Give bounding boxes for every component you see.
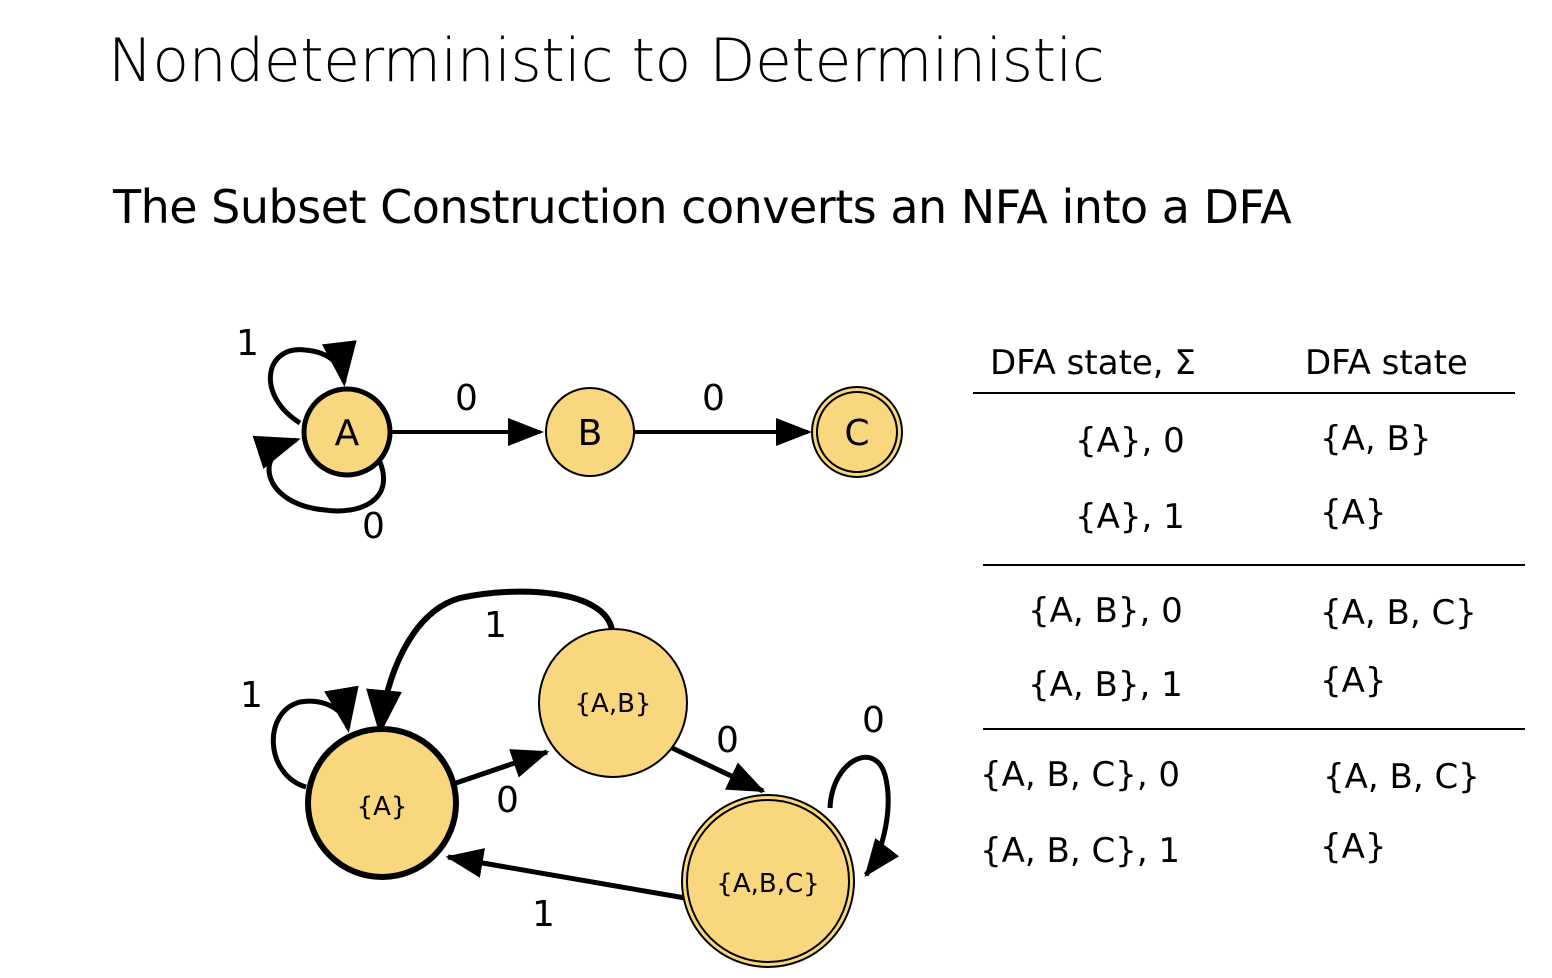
nfa-state-A-circle bbox=[301, 386, 393, 478]
dfa-edge-label-AB-ABC: 0 bbox=[716, 720, 739, 761]
dfa-state-AB-label: {A,B} bbox=[575, 689, 652, 719]
nfa-edge-label-A-A-0: 0 bbox=[362, 506, 385, 547]
dfa-state-AB-circle bbox=[538, 628, 688, 778]
dfa-state-ABC: {A,B,C} bbox=[681, 794, 855, 968]
nfa-edge-A-A-1 bbox=[267, 340, 357, 426]
dfa-edge-A-AB bbox=[455, 749, 550, 786]
dfa-state-AB: {A,B} bbox=[538, 628, 688, 778]
dfa-edge-ABC-A bbox=[445, 848, 686, 901]
dfa-edge-label-AB-A: 1 bbox=[484, 605, 507, 646]
nfa-state-A-label: A bbox=[335, 413, 360, 454]
nfa-edge-label-B-C: 0 bbox=[702, 378, 725, 419]
nfa-state-B-circle bbox=[545, 387, 635, 477]
nfa-state-C-label: C bbox=[844, 413, 869, 454]
nfa-state-B-label: B bbox=[578, 413, 603, 454]
dfa-edge-A-A-1 bbox=[270, 685, 359, 790]
nfa-state-C-inner bbox=[816, 391, 898, 473]
nfa-edge-label-A-A-1: 1 bbox=[236, 323, 259, 364]
dfa-state-ABC-label: {A,B,C} bbox=[716, 869, 819, 899]
dfa-edge-label-A-A-1: 1 bbox=[240, 675, 263, 716]
nfa-edge-A-A-0 bbox=[252, 435, 387, 514]
dfa-edge-label-A-AB: 0 bbox=[496, 780, 519, 821]
nfa-state-B: B bbox=[545, 387, 635, 477]
dfa-edge-label-ABC-A: 1 bbox=[532, 894, 555, 935]
dfa-state-ABC-outer bbox=[681, 794, 855, 968]
dfa-edge-ABC-ABC bbox=[827, 754, 900, 877]
nfa-edge-label-A-B: 0 bbox=[455, 378, 478, 419]
slide-subtitle: The Subset Construction converts an NFA … bbox=[113, 180, 1292, 234]
dfa-edge-label-ABC-ABC: 0 bbox=[862, 700, 885, 741]
nfa-diagram: 1 0 0 0 A B C bbox=[236, 323, 903, 547]
dfa-state-A-circle bbox=[305, 726, 459, 880]
nfa-state-C: C bbox=[811, 386, 903, 478]
dfa-state-A: {A} bbox=[305, 726, 459, 880]
dfa-diagram: 1 0 1 0 0 1 {A} {A,B} {A,B,C} bbox=[240, 588, 900, 968]
dfa-edge-AB-A bbox=[366, 588, 615, 735]
dfa-state-A-label: {A} bbox=[357, 792, 408, 822]
dfa-state-ABC-inner bbox=[686, 799, 850, 963]
nfa-state-A: A bbox=[301, 386, 393, 478]
nfa-state-C-outer bbox=[811, 386, 903, 478]
dfa-edge-AB-ABC bbox=[666, 743, 766, 794]
slide-title: Nondeterministic to Deterministic bbox=[108, 26, 1105, 96]
